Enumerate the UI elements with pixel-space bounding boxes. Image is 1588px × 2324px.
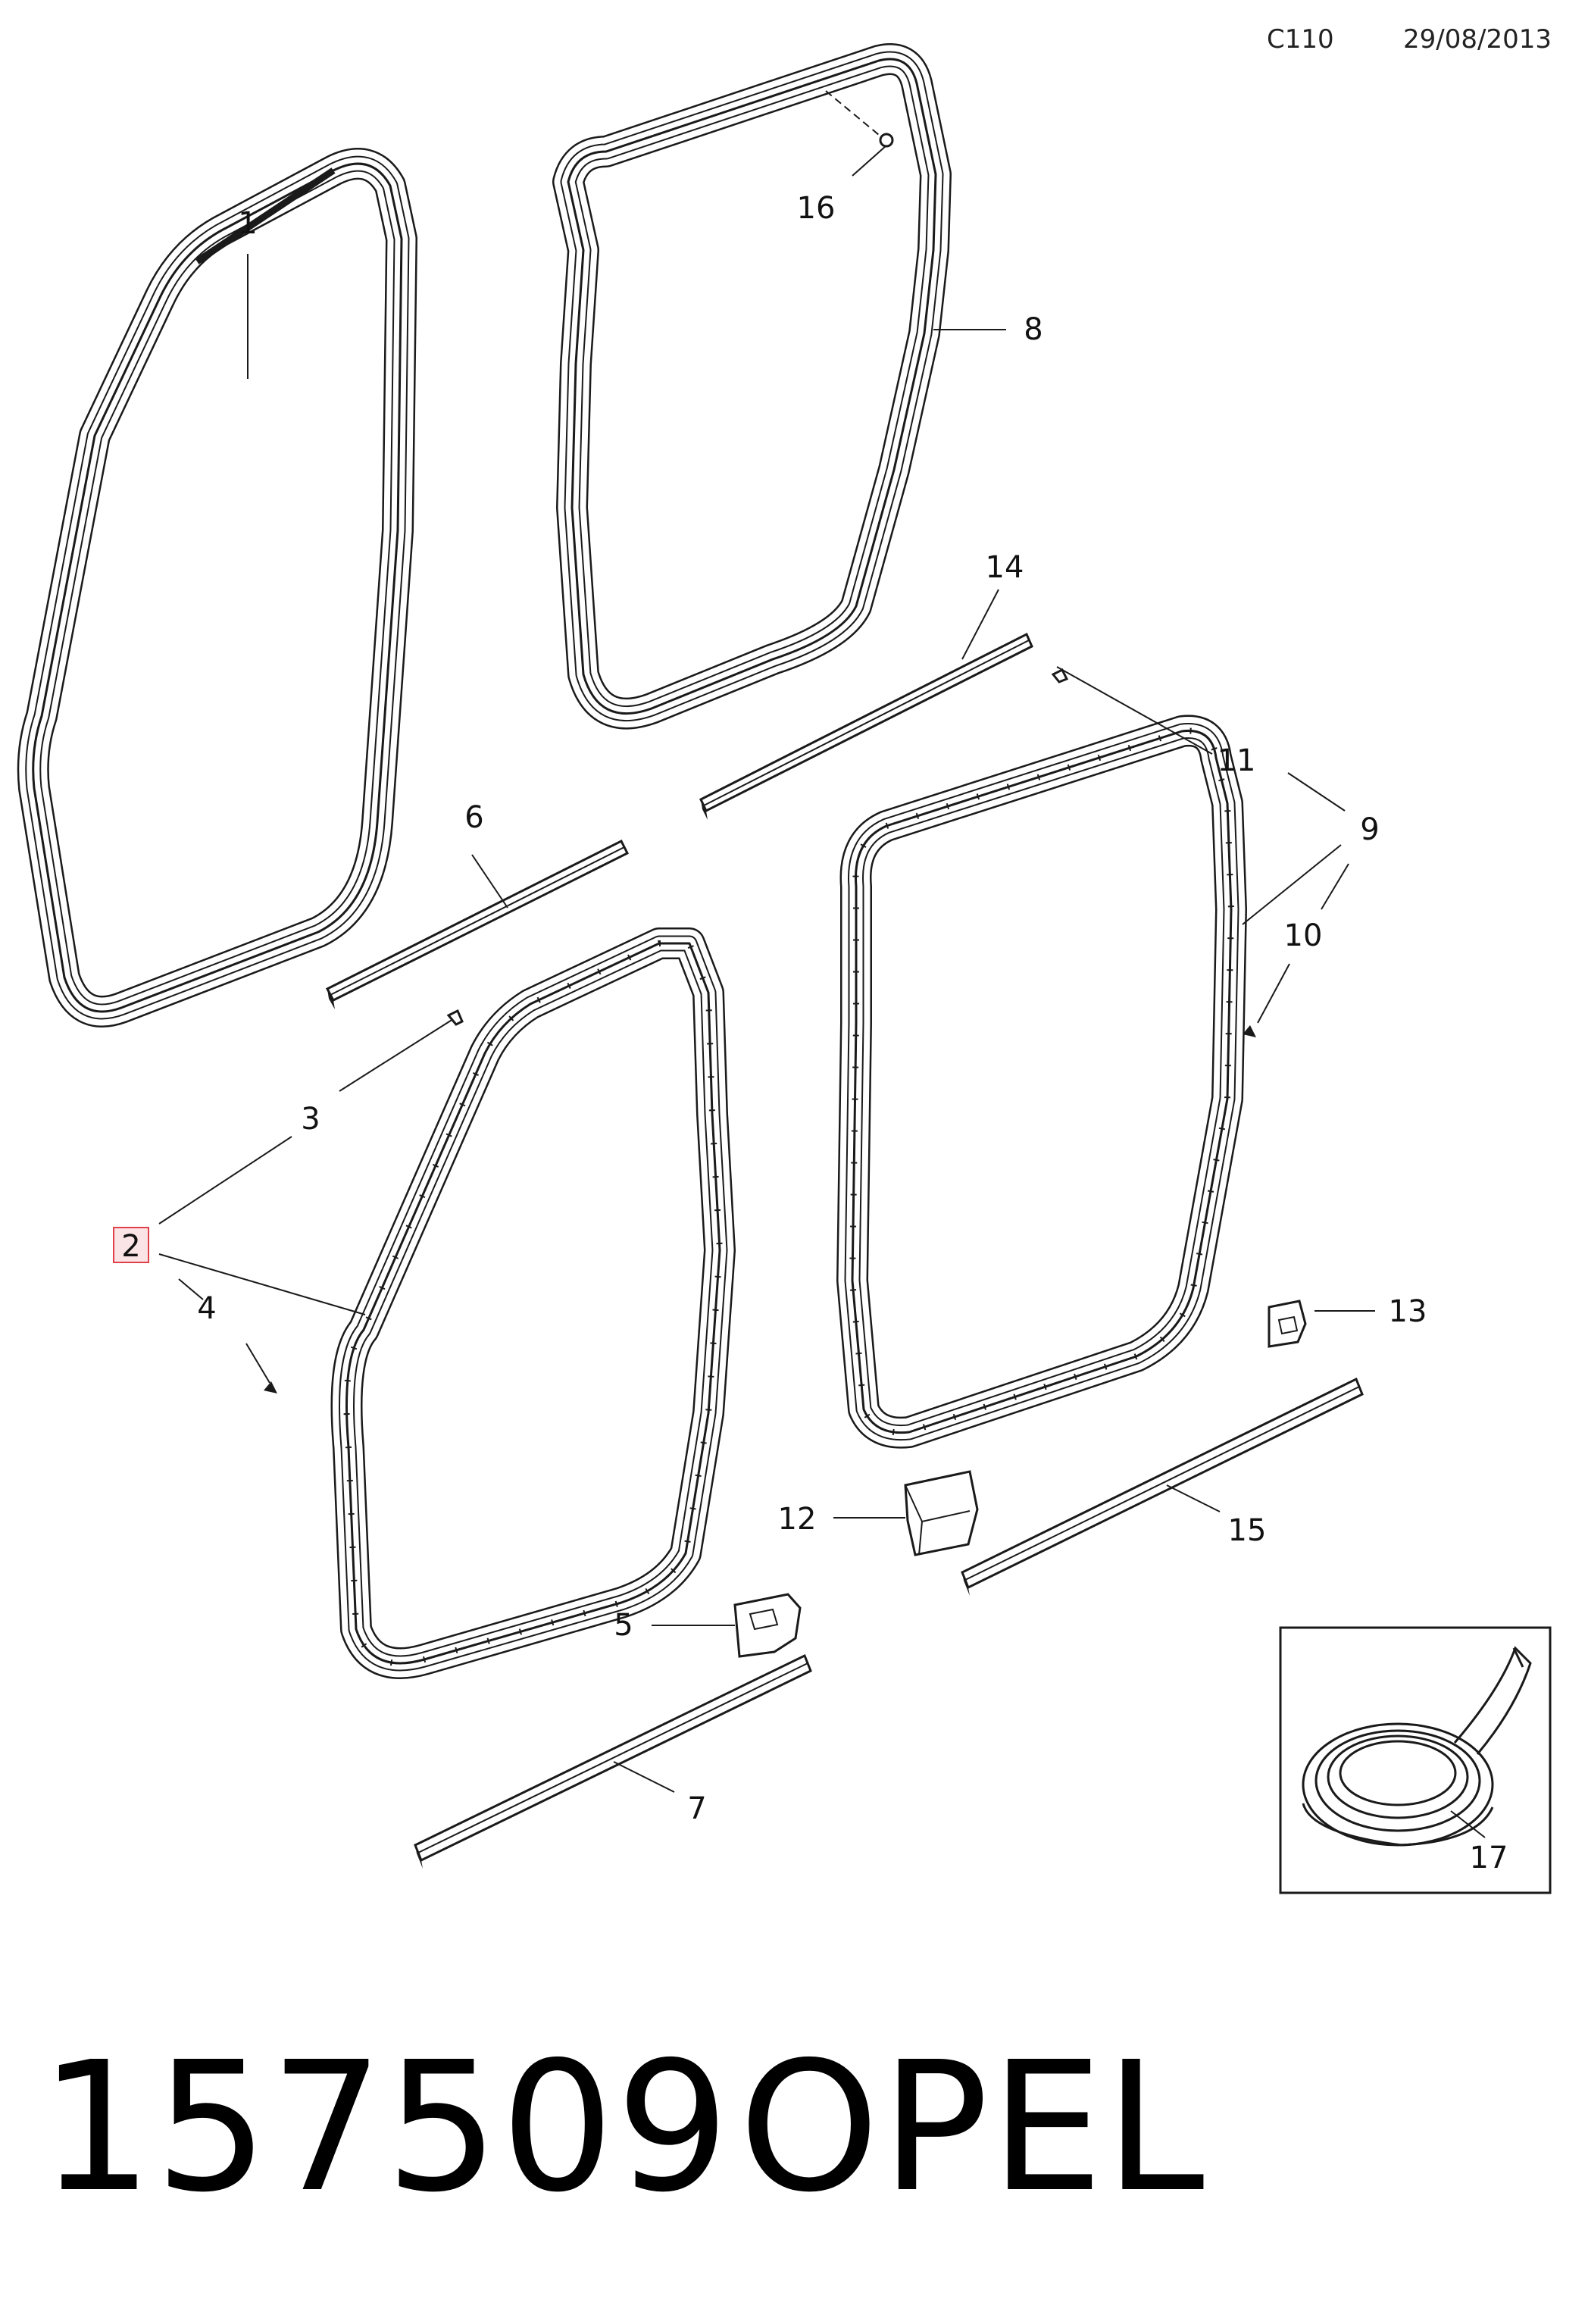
- callout-7[interactable]: 7: [687, 1791, 706, 1826]
- part-12-block: [904, 1470, 979, 1556]
- part-17-inset: [1279, 1626, 1552, 1894]
- part-4-clip: [264, 1381, 277, 1393]
- brand-name: OPEL: [739, 2023, 1206, 2232]
- part-9-rear-opening-seal: [852, 730, 1231, 1432]
- part-16-clip: [825, 90, 894, 148]
- callout-16[interactable]: 16: [797, 191, 836, 226]
- callout-13[interactable]: 13: [1389, 1294, 1427, 1329]
- part-6-strip: [325, 839, 630, 1009]
- part-8-rear-door-seal: [568, 59, 936, 714]
- callout-2-highlight: [113, 1227, 149, 1263]
- part-11-clip: [1051, 668, 1069, 683]
- leader-lines: [158, 145, 1486, 1838]
- part-14-strip: [699, 632, 1033, 820]
- callout-8[interactable]: 8: [1024, 312, 1043, 347]
- callout-15[interactable]: 15: [1228, 1513, 1267, 1548]
- callout-6[interactable]: 6: [464, 800, 483, 835]
- part-number: 157509: [39, 2023, 731, 2232]
- callout-12[interactable]: 12: [778, 1502, 817, 1537]
- part-1-front-door-seal: [33, 164, 402, 1012]
- diagram-code: C110: [1267, 24, 1334, 55]
- exploded-view-diagram: 1 2 3 4 5 6 7 8 9 10 11 12 13 14 15 16 1…: [0, 0, 1552, 1894]
- callout-9[interactable]: 9: [1360, 812, 1379, 847]
- part-3-clip: [446, 1009, 464, 1026]
- part-5-clip: [733, 1593, 802, 1658]
- callout-2[interactable]: 2: [121, 1229, 140, 1264]
- callout-1[interactable]: 1: [238, 206, 257, 241]
- part-10-clip: [1243, 1025, 1256, 1037]
- diagram-date: 29/08/2013: [1403, 24, 1552, 55]
- callout-4[interactable]: 4: [197, 1291, 216, 1326]
- callout-3[interactable]: 3: [301, 1102, 320, 1137]
- part-13-clip: [1268, 1300, 1307, 1348]
- callout-11[interactable]: 11: [1218, 743, 1256, 778]
- callout-14[interactable]: 14: [986, 550, 1024, 585]
- callout-17[interactable]: 17: [1470, 1841, 1508, 1875]
- callout-5[interactable]: 5: [614, 1608, 633, 1643]
- callout-labels: 1 2 3 4 5 6 7 8 9 10 11 12 13 14 15 16 1…: [121, 191, 1508, 1875]
- part-7-strip: [414, 1653, 812, 1869]
- part-15-strip: [961, 1377, 1364, 1596]
- callout-10[interactable]: 10: [1284, 918, 1323, 953]
